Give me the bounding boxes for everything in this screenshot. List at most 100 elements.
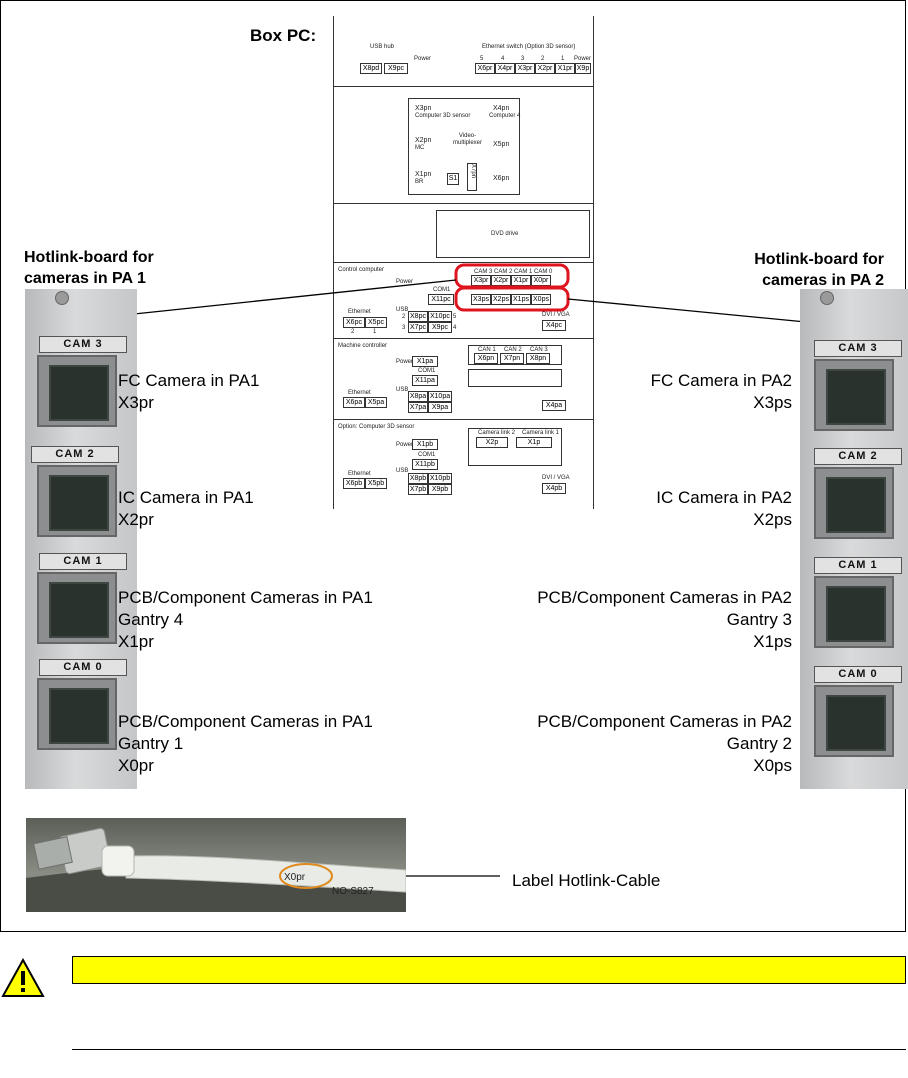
mc-can-group — [468, 345, 562, 365]
mc-ethernet-label: Ethernet — [348, 390, 371, 396]
right-cam3-desc: FC Camera in PA2 — [650, 371, 792, 390]
switch-s1: S1 — [447, 173, 459, 185]
label-hotlink-cable: Label Hotlink-Cable — [512, 871, 661, 890]
cable-print-text: NO-S827 — [332, 886, 374, 897]
port-x7pn-can: X7pn — [500, 353, 524, 364]
cable-label-text: X0pr — [284, 872, 306, 883]
cc-usb-num-4: 4 — [453, 325, 457, 331]
mux-x1pn: X1pn — [415, 171, 432, 178]
right-cam2-port: X2ps — [753, 510, 792, 529]
port-x1p: X1p — [516, 437, 552, 448]
mux-x4pn-sub: Computer 4 — [489, 113, 521, 119]
cc-cam3-header: CAM 3 — [474, 269, 493, 275]
right-cam0-desc: PCB/Component Cameras in PA2 — [537, 712, 792, 731]
left-cam1-label: PCB/Component Cameras in PA1 Gantry 4 X1… — [118, 587, 373, 653]
port-x8pn: X8pn — [526, 353, 550, 364]
leader-line-left — [95, 279, 457, 319]
right-cam2-jack — [814, 467, 894, 539]
port-x10pc: X10pc — [428, 311, 452, 322]
right-board-title-line1: Hotlink-board for — [754, 251, 884, 268]
left-board-title-line1: Hotlink-board for — [24, 249, 154, 266]
switch-num-2: 2 — [541, 56, 545, 62]
left-cam1-tag: CAM 1 — [39, 553, 127, 570]
o3d-ethernet-label: Ethernet — [348, 471, 371, 477]
right-cam3-label: FC Camera in PA2 X3ps — [651, 370, 792, 414]
mux-x4pn: X4pn — [493, 105, 510, 112]
o3d-camlink2-header: Camera link 2 — [478, 430, 516, 436]
o3d-camlink1-header: Camera link 1 — [522, 430, 560, 436]
port-x1ps-cc: X1ps — [511, 294, 531, 305]
mux-x1pn-sub: BR — [415, 179, 424, 185]
port-x9p: X9p — [575, 63, 591, 74]
port-x3ps-cc: X3ps — [471, 294, 491, 305]
ethernet-switch-label: Ethernet switch (Option 3D sensor) — [482, 44, 576, 50]
left-cam2-desc: IC Camera in PA1 — [118, 488, 254, 507]
left-cam1-port: X1pr — [118, 632, 154, 651]
switch-num-4: 4 — [501, 56, 505, 62]
warning-divider — [72, 1049, 906, 1050]
mc-can2-header: CAN 2 — [504, 347, 522, 353]
cable-illustration: X0pr NO-S827 — [26, 827, 406, 912]
section-divider — [334, 203, 593, 204]
port-x4pa: X4pa — [542, 400, 566, 411]
mux-x6pn: X6pn — [493, 175, 510, 182]
port-x5pc: X5pc — [365, 317, 387, 328]
port-x3pr: X3pr — [515, 63, 535, 74]
port-x11pc: X11pc — [428, 294, 454, 305]
mc-power-label: Power — [396, 359, 414, 365]
left-cam1-jack — [37, 572, 117, 644]
mc-usb-label: USB — [396, 387, 409, 393]
cc-ethernet-label: Ethernet — [348, 309, 371, 315]
left-cam3-jack — [37, 355, 117, 427]
port-x10pa: X10pa — [428, 391, 452, 402]
dvd-drive: DVD drive — [436, 210, 590, 258]
right-cam0-gantry: Gantry 2 — [726, 734, 792, 753]
cc-usb-num-5: 5 — [453, 314, 457, 320]
machine-controller-label: Machine controller — [338, 343, 388, 349]
port-x6pb: X6pb — [343, 478, 365, 489]
left-cam3-port: X3pr — [118, 393, 154, 412]
video-multiplexer: X3pn Computer 3D sensor X2pn MC X1pn BR … — [408, 98, 520, 195]
cc-cam1-header: CAM 1 — [514, 269, 533, 275]
mc-blank-module — [468, 369, 562, 387]
cc-eth-num-2: 2 — [351, 329, 355, 335]
right-cam2-label: IC Camera in PA2 X2ps — [656, 487, 792, 531]
port-x4pc: X4pc — [542, 320, 566, 331]
port-x9pc: X9pc — [384, 63, 408, 74]
cc-usb-num-3: 3 — [402, 325, 406, 331]
port-x0ps-cc: X0ps — [531, 294, 551, 305]
section-divider — [334, 338, 593, 339]
left-hotlink-board: CAM 3 CAM 2 CAM 1 CAM 0 — [25, 289, 137, 789]
port-x7pc: X7pc — [408, 322, 428, 333]
port-x6pc: X6pc — [343, 317, 365, 328]
left-cam1-desc: PCB/Component Cameras in PA1 — [118, 588, 373, 607]
right-board-title: Hotlink-board for cameras in PA 2 — [754, 249, 884, 291]
option-3d-label: Option: Computer 3D sensor — [338, 424, 415, 430]
o3d-com-label: COM1 — [418, 452, 436, 458]
o3d-camera-link-group — [468, 428, 562, 466]
port-x9pa: X9pa — [428, 402, 452, 413]
right-cam2-tag: CAM 2 — [814, 448, 902, 465]
mux-center-label: Video- multiplexer — [453, 133, 483, 146]
box-pc-drawing: USB hub Power X8pd X9pc Ethernet switch … — [333, 16, 594, 509]
right-cam0-jack — [814, 685, 894, 757]
cc-cam2-header: CAM 2 — [494, 269, 513, 275]
left-board-title-line2: cameras in PA 1 — [24, 270, 146, 287]
right-cam1-tag: CAM 1 — [814, 557, 902, 574]
right-cam2-desc: IC Camera in PA2 — [656, 488, 792, 507]
o3d-usb-label: USB — [396, 468, 409, 474]
section-divider — [334, 419, 593, 420]
right-cam3-tag: CAM 3 — [814, 340, 902, 357]
left-cam2-label: IC Camera in PA1 X2pr — [118, 487, 254, 531]
port-x4pb: X4pb — [542, 483, 566, 494]
left-cam0-label: PCB/Component Cameras in PA1 Gantry 1 X0… — [118, 711, 373, 777]
cc-com-label: COM1 — [433, 287, 451, 293]
right-cam1-gantry: Gantry 3 — [726, 610, 792, 629]
port-x8pd: X8pd — [360, 63, 382, 74]
port-x8pc: X8pc — [408, 311, 428, 322]
switch-num-5: 5 — [480, 56, 484, 62]
control-computer-label: Control computer — [338, 267, 385, 273]
left-cam0-gantry: Gantry 1 — [118, 734, 184, 753]
mux-x5pn: X5pn — [493, 141, 510, 148]
left-cam0-port: X0pr — [118, 756, 154, 775]
